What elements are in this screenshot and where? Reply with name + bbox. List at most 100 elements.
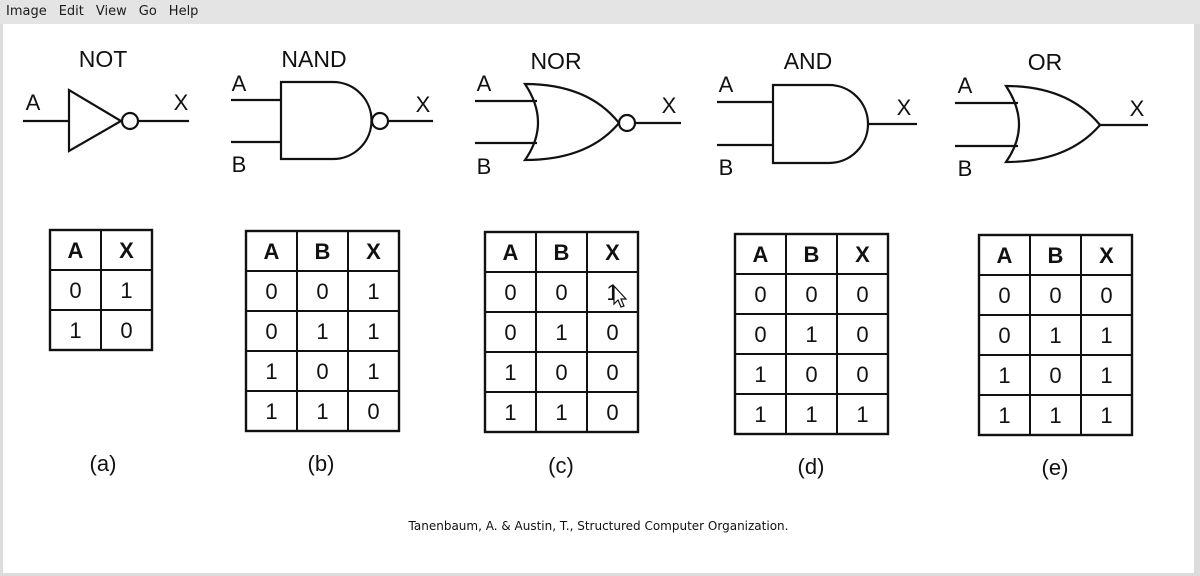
table-cell: 1 bbox=[805, 322, 817, 347]
table-cell: 0 bbox=[1100, 283, 1112, 308]
citation-text: Tanenbaum, A. & Austin, T., Structured C… bbox=[408, 519, 789, 533]
gate-not: NOT A X bbox=[23, 46, 189, 153]
gate-nor: NOR A B X bbox=[475, 48, 681, 179]
table-cell: 1 bbox=[1100, 403, 1112, 428]
menu-image[interactable]: Image bbox=[6, 4, 47, 19]
table-cell: 0 bbox=[805, 362, 817, 387]
gate-and: AND A B X bbox=[717, 48, 917, 180]
table-cell: 0 bbox=[1049, 363, 1061, 388]
table-cell: 0 bbox=[265, 319, 277, 344]
table-cell: 0 bbox=[555, 280, 567, 305]
table-header-cell: X bbox=[855, 242, 870, 267]
table-border bbox=[733, 232, 890, 436]
caption-d: (d) bbox=[798, 454, 825, 479]
caption-e: (e) bbox=[1042, 455, 1069, 480]
table-cell: 0 bbox=[606, 360, 618, 385]
menu-view[interactable]: View bbox=[95, 4, 127, 19]
table-cell: 1 bbox=[805, 402, 817, 427]
and-gate-symbol bbox=[717, 83, 917, 165]
image-canvas: NOT A X NAND A B X bbox=[3, 24, 1194, 573]
menu-bar: Image Edit View Go Help bbox=[0, 0, 1200, 24]
input-label: B bbox=[232, 152, 247, 177]
table-border bbox=[483, 230, 640, 434]
table-cell: 1 bbox=[69, 318, 81, 343]
not-gate-symbol bbox=[23, 88, 189, 153]
table-cell: 0 bbox=[316, 279, 328, 304]
logic-gates-figure: NOT A X NAND A B X bbox=[23, 46, 1148, 480]
output-label: X bbox=[897, 95, 912, 120]
table-cell: 1 bbox=[555, 320, 567, 345]
table-cell: 0 bbox=[606, 320, 618, 345]
table-cell: 0 bbox=[555, 360, 567, 385]
menu-go[interactable]: Go bbox=[138, 4, 157, 19]
table-cell: 1 bbox=[998, 403, 1010, 428]
table-cell: 1 bbox=[367, 279, 379, 304]
table-header-cell: X bbox=[119, 238, 134, 263]
input-label: A bbox=[26, 90, 41, 115]
mouse-pointer-icon bbox=[613, 284, 628, 308]
truth-tables: A X 0 1 1 0 A B X 0 0 1 0 1 1 1 0 1 1 1 0 A B X 0 0 1 0 1 0 1 0 0 1 1 0 A B X 0… bbox=[48, 228, 1134, 437]
table-border bbox=[977, 233, 1134, 437]
image-viewport[interactable]: NOT A X NAND A B X bbox=[0, 24, 1200, 576]
gate-title: NOR bbox=[530, 48, 581, 74]
table-cell: 0 bbox=[367, 399, 379, 424]
table-cell: 1 bbox=[504, 400, 516, 425]
table-cell: 0 bbox=[1049, 283, 1061, 308]
table-cell: 1 bbox=[1100, 323, 1112, 348]
menu-help[interactable]: Help bbox=[168, 4, 199, 19]
table-header-cell: A bbox=[503, 240, 519, 265]
gate-or: OR A B X bbox=[955, 49, 1148, 181]
table-cell: 1 bbox=[367, 359, 379, 384]
table-cell: 1 bbox=[1049, 323, 1061, 348]
table-header-cell: A bbox=[264, 239, 280, 264]
gate-nand: NAND A B X bbox=[231, 46, 433, 177]
table-header-cell: X bbox=[1099, 243, 1114, 268]
caption-c: (c) bbox=[548, 453, 574, 478]
table-header-cell: B bbox=[804, 242, 820, 267]
table-cell: 0 bbox=[856, 362, 868, 387]
table-cell: 1 bbox=[265, 399, 277, 424]
table-header-cell: A bbox=[997, 243, 1013, 268]
table-cell: 1 bbox=[504, 360, 516, 385]
scrollbar-track[interactable] bbox=[1194, 24, 1200, 576]
table-header-cell: X bbox=[605, 240, 620, 265]
output-label: X bbox=[416, 92, 431, 117]
gate-title: AND bbox=[784, 48, 833, 74]
table-header-cell: X bbox=[366, 239, 381, 264]
menu-edit[interactable]: Edit bbox=[58, 4, 84, 19]
table-cell: 0 bbox=[316, 359, 328, 384]
output-label: X bbox=[662, 93, 677, 118]
table-cell: 1 bbox=[367, 319, 379, 344]
input-label: B bbox=[958, 156, 973, 181]
input-label: A bbox=[232, 71, 247, 96]
input-label: B bbox=[719, 155, 734, 180]
table-header-cell: A bbox=[68, 238, 84, 263]
table-header-cell: B bbox=[315, 239, 331, 264]
table-cell: 1 bbox=[120, 278, 132, 303]
table-cell: 0 bbox=[754, 282, 766, 307]
caption-a: (a) bbox=[90, 451, 117, 476]
table-cell: 0 bbox=[504, 280, 516, 305]
table-header-cell: B bbox=[554, 240, 570, 265]
gate-title: OR bbox=[1028, 49, 1063, 75]
input-label: A bbox=[958, 73, 973, 98]
output-label: X bbox=[1130, 96, 1145, 121]
input-label: A bbox=[477, 71, 492, 96]
table-cell: 1 bbox=[316, 399, 328, 424]
caption-b: (b) bbox=[308, 451, 335, 476]
table-cell: 0 bbox=[805, 282, 817, 307]
output-label: X bbox=[174, 90, 189, 115]
input-label: B bbox=[477, 154, 492, 179]
table-cell: 0 bbox=[265, 279, 277, 304]
table-cell: 0 bbox=[856, 282, 868, 307]
nand-gate-symbol bbox=[231, 80, 433, 161]
table-cell: 1 bbox=[555, 400, 567, 425]
table-cell: 1 bbox=[856, 402, 868, 427]
table-cell: 1 bbox=[1049, 403, 1061, 428]
table-cell: 0 bbox=[504, 320, 516, 345]
